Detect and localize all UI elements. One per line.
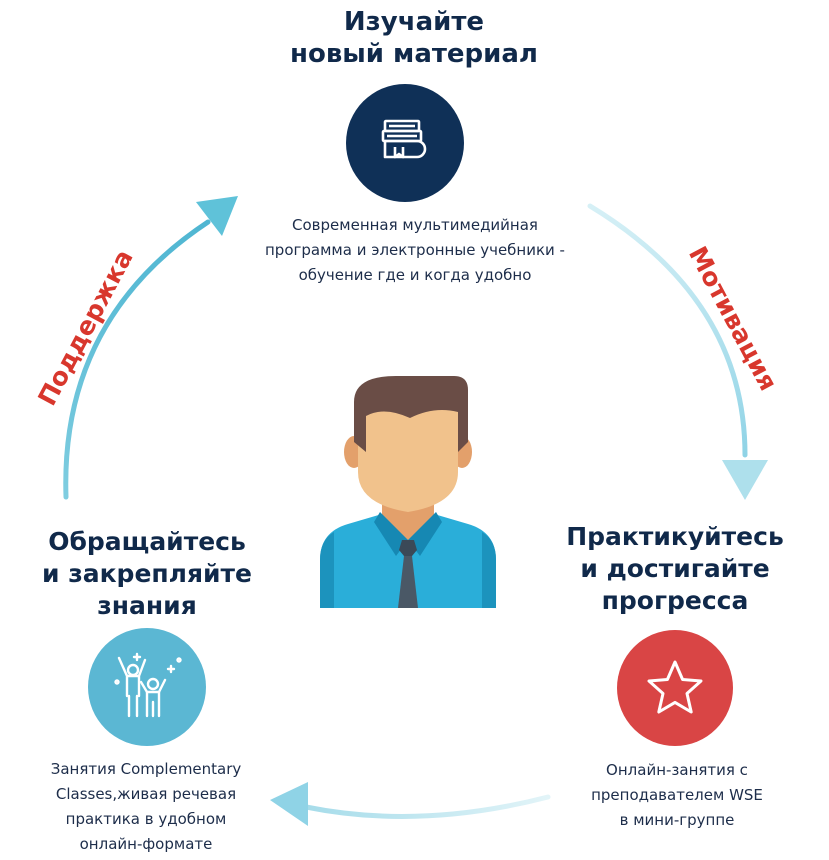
- left-step-desc-line2: Classes,живая речевая: [55, 785, 237, 803]
- left-step-title-line2: и закрепляйте: [41, 559, 253, 588]
- left-step-description: Занятия Complementary Classes,живая рече…: [20, 757, 272, 857]
- left-step-circle: [88, 628, 206, 746]
- right-step-desc-line3: в мини-группе: [619, 811, 735, 829]
- arrow-right-to-left: [303, 794, 551, 819]
- right-step-desc-line1: Онлайн-занятия с: [606, 761, 748, 779]
- arrow-left-to-top: [63, 219, 211, 500]
- right-step-title-line1: Практикуйтесь: [566, 522, 784, 551]
- celebrating-people-icon: [114, 652, 182, 718]
- left-step-desc-line1: Занятия Complementary: [50, 760, 242, 778]
- top-step-circle: [346, 84, 464, 202]
- arrow-top-to-right: [587, 203, 748, 458]
- arrowhead-right: [722, 460, 768, 500]
- top-step-desc-line3: обучение где и когда удобно: [298, 266, 532, 284]
- right-step-desc-line2: преподавателем WSE: [591, 786, 763, 804]
- right-step-title-line3: прогресса: [601, 586, 749, 615]
- top-step-desc-line2: программа и электронные учебники -: [265, 241, 565, 259]
- right-step-description: Онлайн-занятия с преподавателем WSE в ми…: [565, 758, 789, 833]
- top-step-desc-line1: Современная мультимедийная: [292, 216, 538, 234]
- arrowhead-top: [196, 196, 238, 236]
- right-step-title: Практикуйтесь и достигайте прогресса: [548, 521, 802, 617]
- arrowhead-left: [270, 782, 308, 826]
- left-step-title-line1: Обращайтесь: [48, 527, 246, 556]
- left-step-title-line3: знания: [97, 591, 197, 620]
- top-step-description: Современная мультимедийная программа и э…: [210, 213, 620, 288]
- top-step-title: Изучайте новый материал: [214, 6, 614, 70]
- left-step-desc-line3: практика в удобном: [65, 810, 227, 828]
- top-step-title-line1: Изучайте: [343, 7, 485, 37]
- star-icon: [647, 660, 703, 714]
- right-step-circle: [617, 630, 733, 746]
- left-step-title: Обращайтесь и закрепляйте знания: [14, 526, 280, 622]
- person-avatar-icon: [320, 376, 496, 608]
- left-step-desc-line4: онлайн-формате: [79, 835, 213, 853]
- top-step-title-line2: новый материал: [290, 39, 538, 69]
- books-icon: [381, 119, 427, 159]
- right-step-title-line2: и достигайте: [580, 554, 770, 583]
